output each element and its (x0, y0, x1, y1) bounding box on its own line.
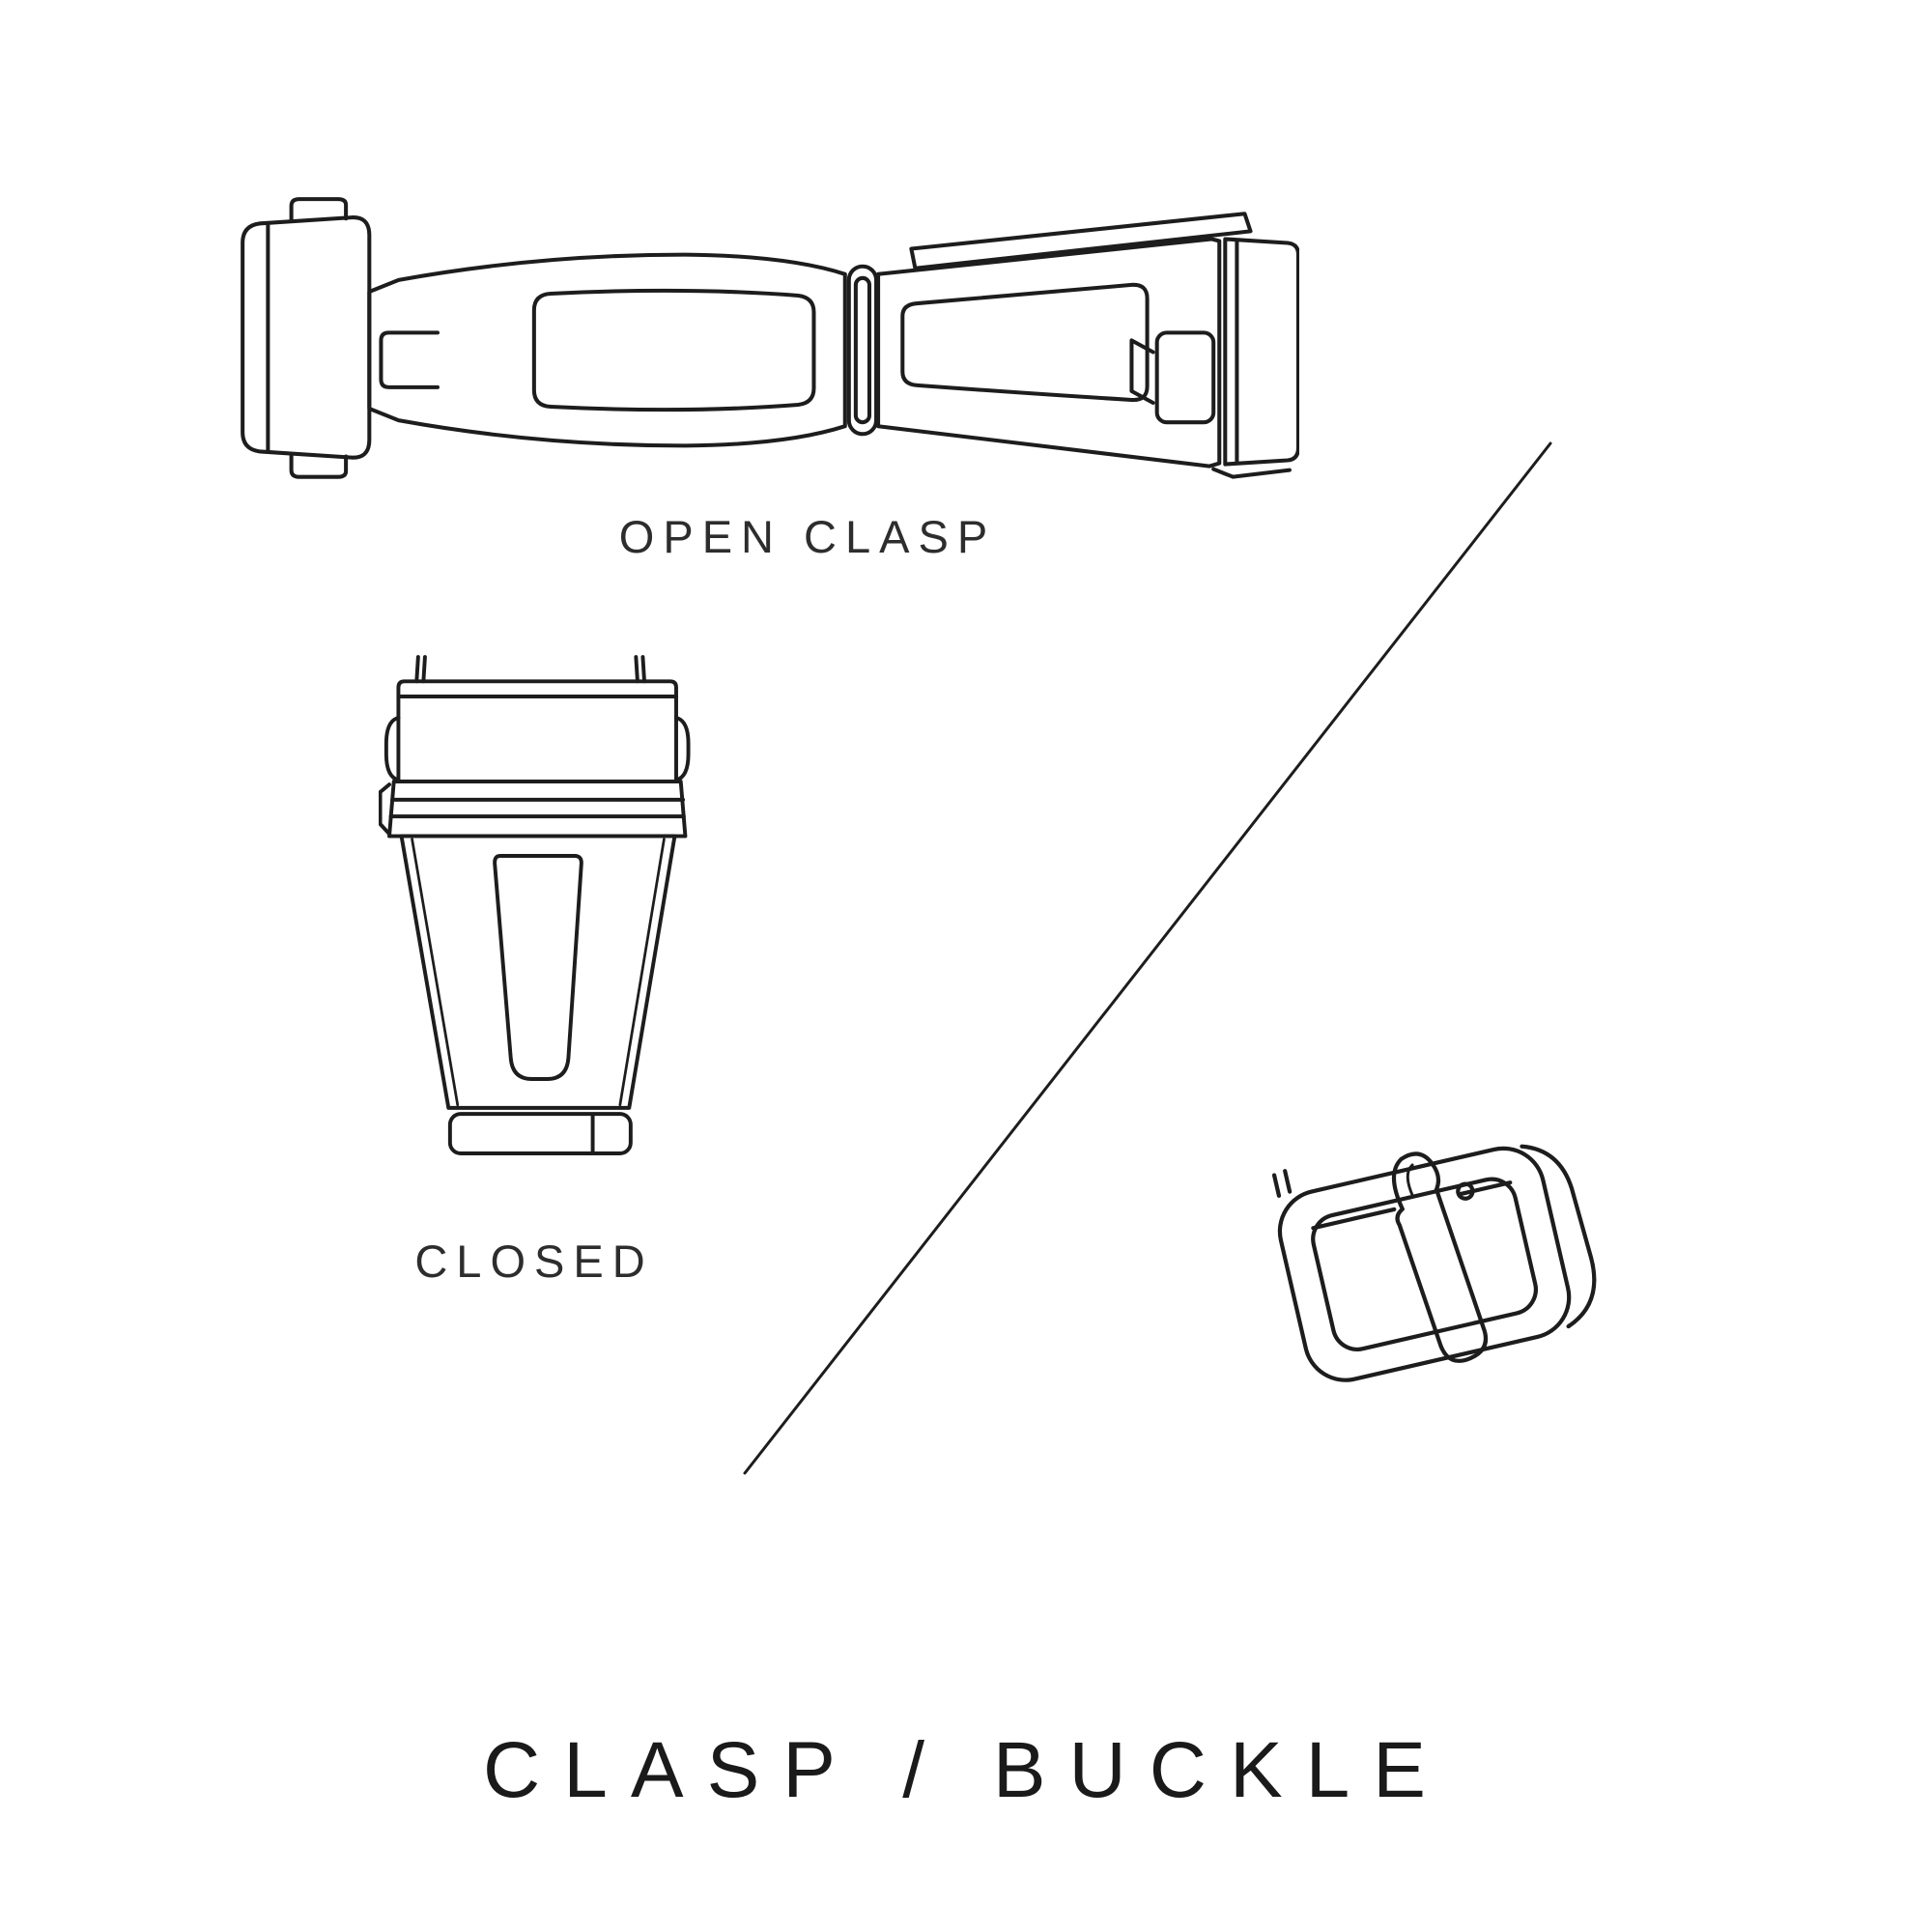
closed-clasp-illustration (379, 649, 697, 1190)
clasp-end-piece (1223, 237, 1299, 467)
clasp-band (387, 780, 688, 838)
clasp-hinge (846, 264, 879, 437)
closed-clasp-drawing (379, 655, 691, 1155)
clasp-left-arm (367, 252, 847, 448)
open-clasp-illustration (227, 193, 1299, 507)
closed-clasp-label: CLOSED (414, 1236, 654, 1287)
buckle-tongue (1391, 1151, 1489, 1363)
clasp-lock (1154, 330, 1216, 425)
buckle-pin-loop (1456, 1181, 1475, 1201)
diagonal-divider-line (743, 441, 1552, 1475)
diagram-title: CLASP / BUCKLE (483, 1726, 1449, 1814)
clasp-right-arm (876, 237, 1222, 469)
buckle-crossbar (1311, 1207, 1397, 1231)
open-clasp-label: OPEN CLASP (618, 511, 997, 562)
clasp-bottom-cap (447, 1112, 633, 1155)
buckle-drawing (1271, 1144, 1597, 1382)
clasp-end-cover (241, 215, 372, 460)
buckle-frame-inner (1311, 1177, 1538, 1351)
buckle-illustration (1238, 1080, 1630, 1437)
clasp-body (399, 834, 677, 1110)
open-clasp-drawing (241, 197, 1299, 479)
